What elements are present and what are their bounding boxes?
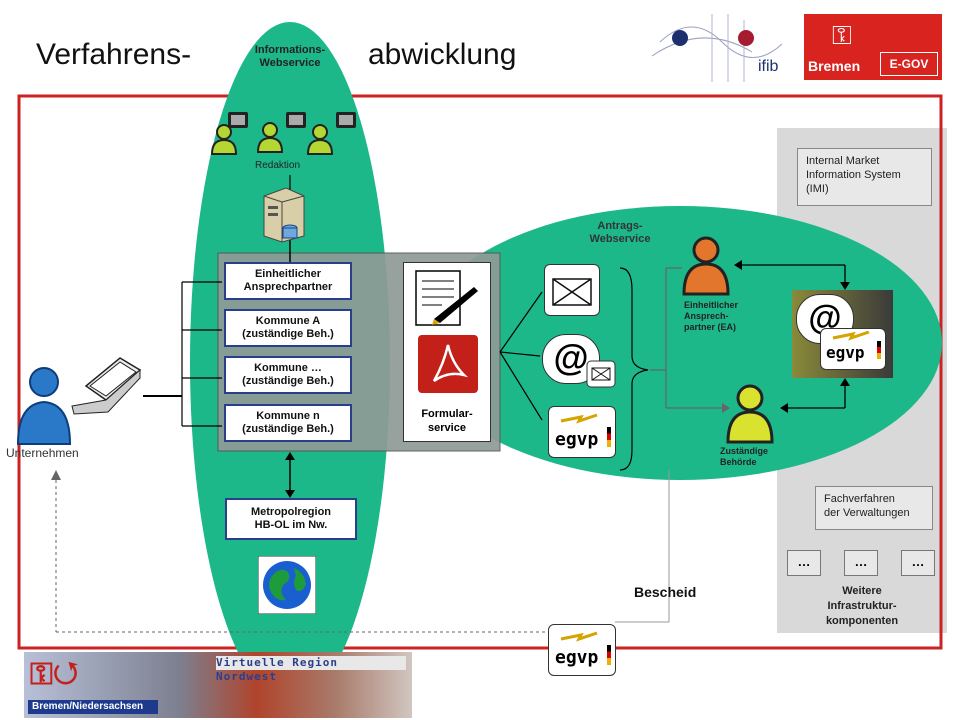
kommune-n-box[interactable]: Kommune n (zuständige Beh.) bbox=[224, 404, 352, 442]
envelope-icon bbox=[552, 278, 592, 306]
banner-title: Virtuelle Region Nordwest bbox=[216, 656, 406, 683]
antrags-webservice-title: Antrags- Webservice bbox=[589, 220, 651, 245]
unternehmen-label: Unternehmen bbox=[6, 446, 79, 460]
region-banner: ⚿↺ Virtuelle Region Nordwest Bremen/Nied… bbox=[24, 652, 412, 718]
process-frame bbox=[17, 94, 943, 650]
bremen-egov-logo: ⚿ Bremen E-GOV bbox=[804, 14, 942, 80]
formular-box[interactable]: Formular- service bbox=[403, 262, 491, 442]
redaktion-users-icon bbox=[210, 112, 356, 155]
ifib-logo bbox=[652, 14, 783, 82]
infra-dots-3[interactable]: … bbox=[901, 550, 935, 576]
pdf-icon bbox=[418, 335, 478, 393]
ea-person-icon bbox=[682, 236, 730, 296]
banner-logo-icon: ⚿↺ bbox=[30, 658, 79, 691]
weitere-label: Weitere Infrastruktur- komponenten bbox=[825, 585, 899, 627]
bescheid-egvp-label: egvp bbox=[555, 647, 599, 668]
globe-icon bbox=[258, 556, 316, 614]
block-egvp-label: egvp bbox=[826, 343, 865, 362]
bescheid-label: Bescheid bbox=[634, 584, 697, 600]
ea-label: Einheitlicher Ansprech- partner (EA) bbox=[684, 300, 739, 332]
bescheid-egvp-icon[interactable]: egvp bbox=[548, 624, 616, 676]
banner-region: Bremen/Niedersachsen bbox=[28, 700, 158, 714]
behoerde-person-icon bbox=[726, 384, 774, 444]
metropol-box[interactable]: Metropolregion HB-OL im Nw. bbox=[225, 498, 357, 540]
ifib-text: ifib bbox=[758, 58, 779, 75]
behoerde-label: Zuständige Behörde bbox=[720, 446, 769, 467]
imi-box[interactable]: Internal Market Information System (IMI) bbox=[797, 148, 932, 206]
form-pen-icon bbox=[415, 270, 478, 326]
fachverfahren-box[interactable]: Fachverfahren der Verwaltungen bbox=[815, 486, 933, 530]
email-channel-icon[interactable]: @ bbox=[540, 332, 618, 392]
egvp-label: egvp bbox=[555, 429, 599, 450]
small-envelope-icon bbox=[586, 360, 616, 388]
formular-label: Formular- service bbox=[421, 408, 473, 434]
at-egvp-block[interactable]: @ egvp bbox=[792, 290, 893, 378]
kommune-x-box[interactable]: Kommune … (zuständige Beh.) bbox=[224, 356, 352, 394]
egov-label: E-GOV bbox=[880, 52, 938, 76]
bremen-key-icon: ⚿ bbox=[832, 20, 852, 50]
lightning-icon bbox=[560, 413, 598, 424]
unternehmen-icon bbox=[16, 357, 142, 445]
info-webservice-title: Informations- Webservice bbox=[254, 44, 326, 69]
title-right: abwicklung bbox=[368, 38, 517, 71]
kommune-a-box[interactable]: Kommune A (zuständige Beh.) bbox=[224, 309, 352, 347]
eap-box[interactable]: Einheitlicher Ansprechpartner bbox=[224, 262, 352, 300]
infra-dots-1[interactable]: … bbox=[787, 550, 821, 576]
mail-channel-icon[interactable] bbox=[544, 264, 600, 316]
redaktion-label: Redaktion bbox=[255, 160, 301, 171]
block-egvp-icon: egvp bbox=[820, 328, 886, 370]
server-icon bbox=[263, 187, 305, 243]
infra-dots-2[interactable]: … bbox=[844, 550, 878, 576]
bescheid-lightning-icon bbox=[560, 631, 598, 642]
block-lightning-icon bbox=[832, 331, 870, 341]
title-left: Verfahrens- bbox=[36, 38, 192, 71]
bremen-label: Bremen bbox=[808, 58, 861, 74]
egvp-channel-icon[interactable]: egvp bbox=[548, 406, 616, 458]
